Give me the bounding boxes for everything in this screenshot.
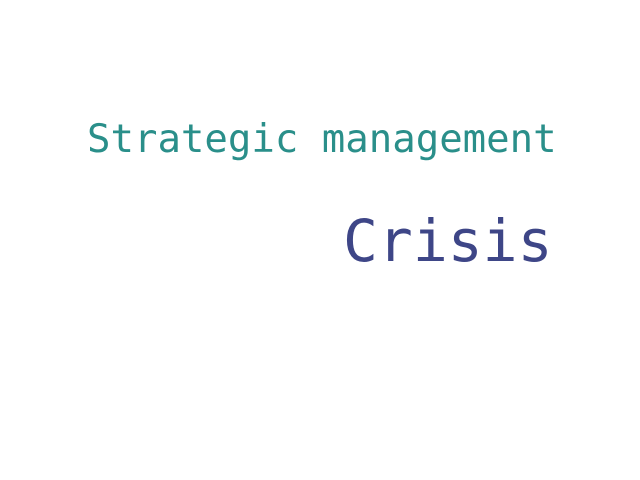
word-strategic-management: Strategic management (87, 117, 557, 162)
word-crisis: Crisis (343, 207, 553, 275)
